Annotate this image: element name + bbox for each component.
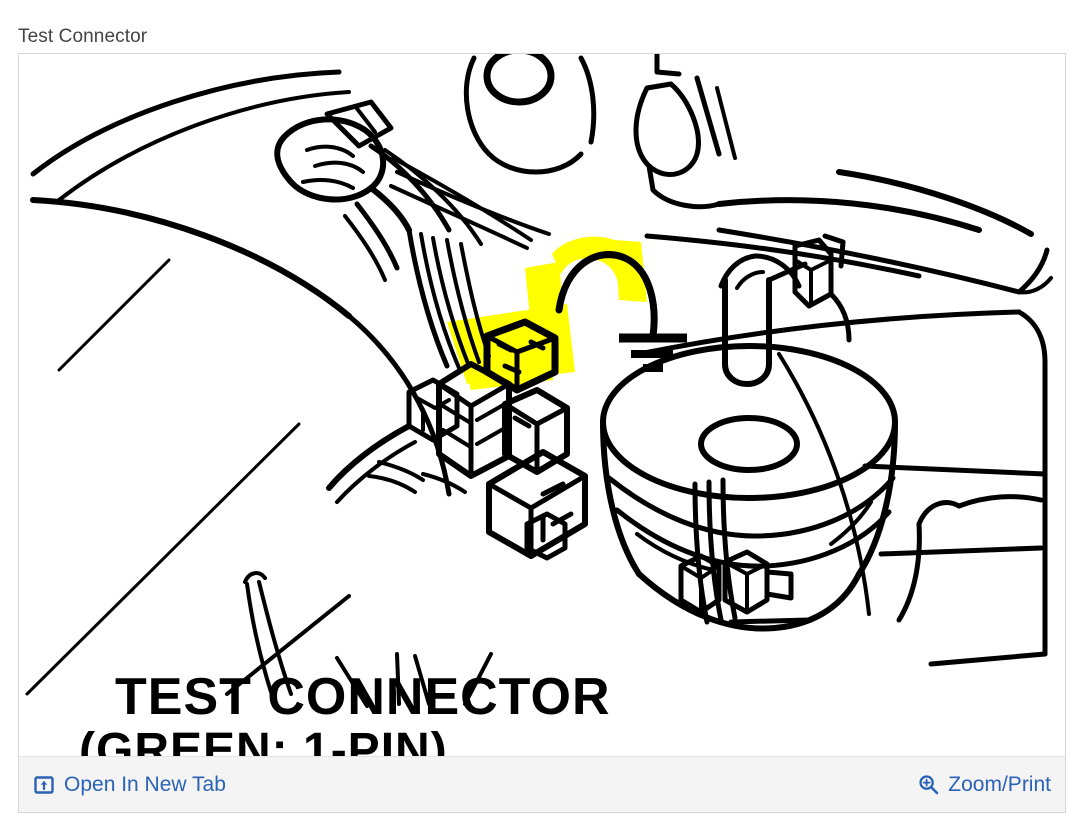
svg-text:(GREEN: 1-PIN): (GREEN: 1-PIN) [79,724,448,756]
image-viewer-card: TEST CONNECTOR (GREEN: 1-PIN) Open In Ne… [18,53,1066,813]
zoom-print-label: Zoom/Print [948,772,1051,796]
open-in-new-tab-link[interactable]: Open In New Tab [33,773,226,797]
diagram-caption: TEST CONNECTOR (GREEN: 1-PIN) [79,668,611,756]
svg-text:TEST CONNECTOR: TEST CONNECTOR [115,668,611,726]
external-link-icon [33,774,55,796]
diagram-image-stage: TEST CONNECTOR (GREEN: 1-PIN) [19,54,1065,756]
page-title: Test Connector [18,26,148,47]
image-action-bar: Open In New Tab Zoom/Print [19,756,1065,812]
test-connector-diagram: TEST CONNECTOR (GREEN: 1-PIN) [19,54,1065,756]
open-in-new-tab-label: Open In New Tab [64,772,226,796]
magnifier-plus-icon [917,774,939,796]
zoom-print-link[interactable]: Zoom/Print [917,773,1051,797]
diagram-linework [25,54,1053,708]
